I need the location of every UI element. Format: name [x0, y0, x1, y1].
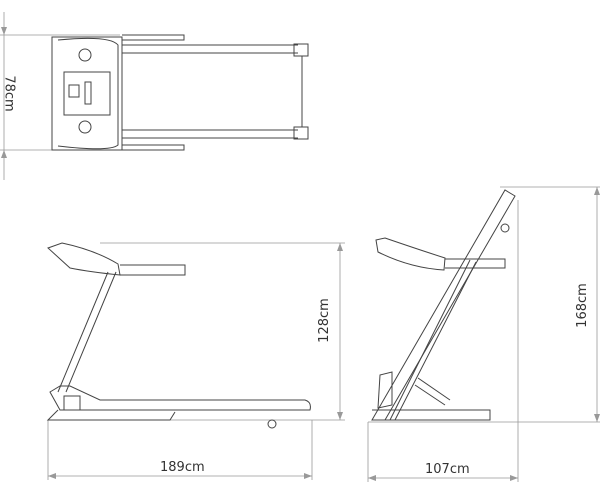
height-unfolded-label: 128cm	[316, 298, 332, 343]
side-view-unfolded	[46, 242, 345, 480]
side-view-folded	[367, 186, 600, 482]
top-view	[0, 12, 309, 180]
length-folded-label: 107cm	[425, 462, 470, 477]
height-folded-label: 168cm	[574, 283, 590, 328]
dimension-arrows	[1, 27, 600, 481]
length-unfolded-label: 189cm	[160, 460, 205, 475]
width-top-label: 78cm	[1, 75, 17, 112]
